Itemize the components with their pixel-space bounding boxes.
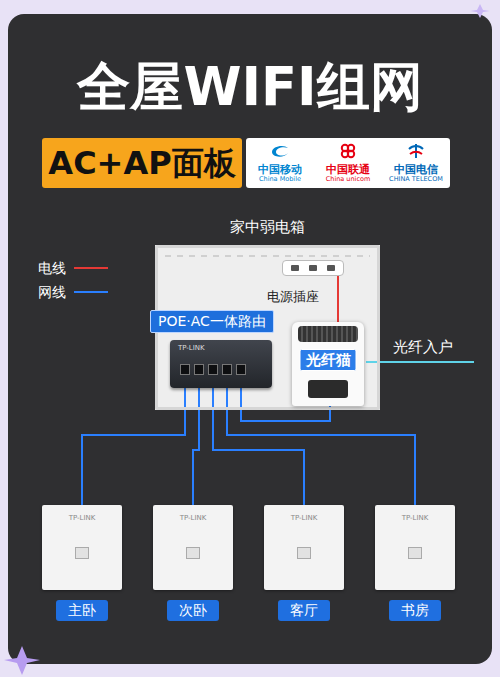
legend: 电线网线 (38, 256, 110, 304)
decor-star (4, 646, 40, 675)
cabinet-rail (165, 255, 370, 257)
carrier-name-en: China Mobile (259, 176, 301, 184)
power-wire (337, 276, 339, 322)
decor-shape (348, 150, 354, 156)
panel-tag-text: AC+AP面板 (48, 144, 235, 182)
brand-mark: TP-LINK (178, 344, 205, 352)
brand-mark: TP-LINK (375, 514, 455, 522)
decor-shape (409, 146, 423, 149)
room-label: 主卧 (56, 600, 108, 621)
carrier-icon (405, 143, 427, 163)
ap-node: TP-LINK次卧 (153, 505, 233, 590)
panel-port (408, 547, 422, 559)
ethernet-port (180, 364, 190, 375)
carrier-logo: 中国移动China Mobile (247, 143, 313, 184)
diagram-title: 全屋WIFI组网 (0, 58, 500, 116)
modem-node: 光纤猫 (292, 322, 364, 406)
brand-mark: TP-LINK (264, 514, 344, 522)
router-label: POE·AC一体路由 (150, 310, 274, 333)
ap-node: TP-LINK客厅 (264, 505, 344, 590)
modem-window (308, 380, 348, 398)
carrier-icon-art (269, 143, 291, 159)
cabinet-caption: 家中弱电箱 (158, 218, 377, 236)
ethernet-port (236, 364, 246, 375)
decor-shape (272, 145, 288, 156)
tag-node: AC+AP面板 (42, 138, 242, 188)
panel-port (75, 547, 89, 559)
socket-hole (309, 265, 317, 271)
socket-hole (291, 265, 299, 271)
logos-node: 中国移动China Mobile中国联通China unicom中国电信CHIN… (246, 138, 450, 188)
legend-line (74, 267, 108, 269)
carrier-icon (269, 143, 291, 163)
modem-label: 光纤猫 (300, 349, 357, 371)
carrier-name: 中国电信 (394, 163, 438, 176)
legend-text: 电线 (38, 260, 66, 277)
legend-line-sample (72, 265, 110, 271)
socket-caption: 电源插座 (267, 289, 319, 305)
decor-star (470, 4, 490, 18)
legend-line (74, 291, 108, 293)
legend-row: 网线 (38, 280, 110, 304)
carrier-name: 中国移动 (258, 163, 302, 176)
fiber-in-label: 光纤入户 (393, 338, 453, 356)
cabinet-node: 家中弱电箱POE·AC一体路由TP-LINK电源插座光纤猫 (155, 245, 380, 410)
room-label: 客厅 (278, 600, 330, 621)
socket-node: 电源插座 (282, 260, 344, 276)
ethernet-port (194, 364, 204, 375)
ethernet-port (208, 364, 218, 375)
room-label: 书房 (389, 600, 441, 621)
network-cable (193, 388, 199, 505)
carrier-icon-art (337, 143, 359, 159)
carrier-icon (337, 143, 359, 163)
legend-text: 网线 (38, 284, 66, 301)
brand-mark: TP-LINK (42, 514, 122, 522)
carrier-name: 中国联通 (326, 163, 370, 176)
network-cable (82, 388, 185, 505)
carrier-icon-art (405, 143, 427, 159)
socket-hole (327, 265, 335, 271)
modem-vent (298, 326, 358, 342)
ap-node: TP-LINK书房 (375, 505, 455, 590)
carrier-name-en: China unicom (326, 176, 371, 184)
fiber-line (366, 361, 474, 363)
decor-shape (410, 151, 422, 153)
panel-port (297, 547, 311, 559)
carrier-logo: 中国联通China unicom (315, 143, 381, 184)
legend-line-sample (72, 289, 110, 295)
carrier-name-en: CHINA TELECOM (389, 176, 443, 184)
ap-node: TP-LINK主卧 (42, 505, 122, 590)
room-label: 次卧 (167, 600, 219, 621)
router-node: POE·AC一体路由TP-LINK (170, 340, 272, 388)
carrier-logo: 中国电信CHINA TELECOM (383, 143, 449, 184)
panel-port (186, 547, 200, 559)
ethernet-port (222, 364, 232, 375)
legend-row: 电线 (38, 256, 110, 280)
brand-mark: TP-LINK (153, 514, 233, 522)
